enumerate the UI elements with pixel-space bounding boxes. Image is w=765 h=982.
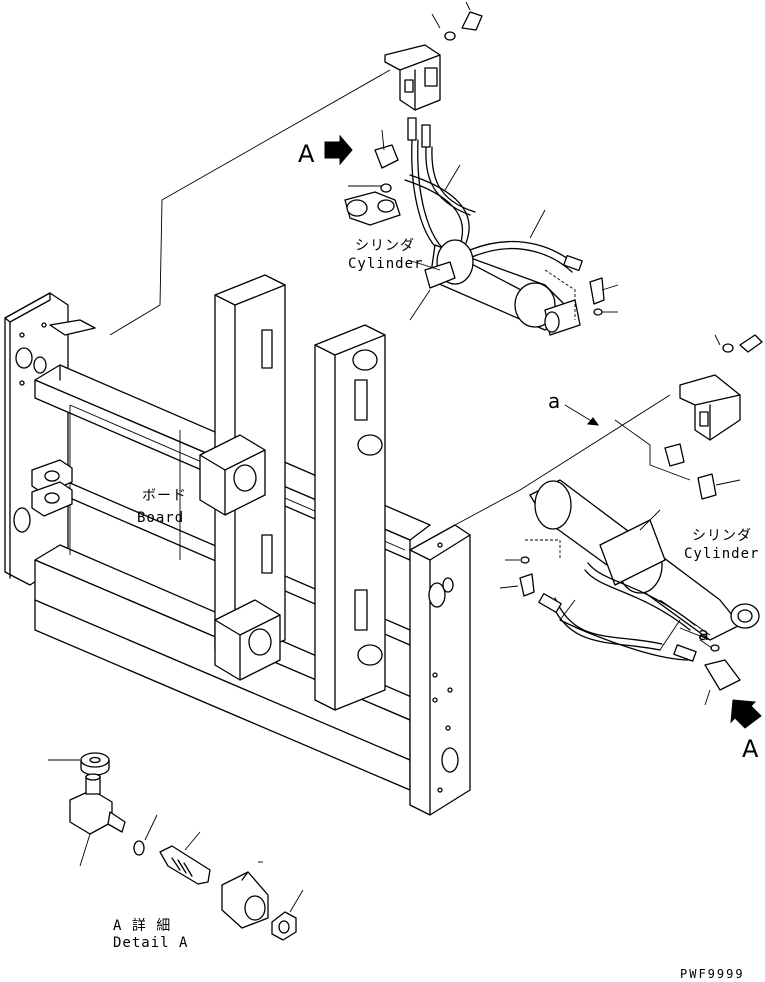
- label-detail-a-jp: A 詳 細: [113, 918, 171, 934]
- elbow-top-right: [589, 277, 605, 305]
- cylinder-right-band: [599, 519, 666, 586]
- leader-right-assembly: [454, 394, 671, 526]
- lower-block: [214, 599, 281, 681]
- upper-block: [199, 434, 266, 516]
- drawing-code: PWF9999: [680, 967, 745, 981]
- board-frame: [4, 274, 471, 816]
- detail-o-ring: [133, 840, 145, 856]
- view-arrow-top: [324, 134, 353, 166]
- detail-tee-body: [69, 789, 113, 835]
- label-cylinder-right-jp: シリンダ: [692, 528, 752, 544]
- view-marker-top: A: [298, 140, 315, 168]
- bolt-right: [739, 334, 763, 353]
- direction-marker-a-upper: a: [548, 389, 560, 413]
- view-arrow-bottom: [730, 699, 762, 729]
- left-plate-top-edge: [4, 292, 51, 323]
- right-cylinder-assembly: a: [499, 334, 763, 763]
- label-cylinder-top-jp: シリンダ: [355, 238, 415, 254]
- label-detail-a-en: Detail A: [113, 935, 188, 951]
- leader-top-assembly: [109, 69, 391, 336]
- fitting-right-1: [664, 443, 685, 467]
- top-cylinder-assembly: シリンダ Cylinder A: [298, 1, 619, 336]
- left-side-plate: [4, 292, 69, 586]
- label-cylinder-right-en: Cylinder: [684, 546, 759, 562]
- detail-a-group: A 詳 細 Detail A: [48, 752, 304, 951]
- bolt-top: [461, 11, 483, 31]
- label-board-en: Board: [137, 510, 184, 526]
- view-marker-bottom: A: [742, 735, 759, 763]
- right-side-plate: [409, 524, 471, 816]
- direction-marker-a-lower: a: [698, 624, 709, 645]
- elbow-fitting-top: [374, 144, 399, 169]
- label-cylinder-top-en: Cylinder: [348, 256, 423, 272]
- fitting-right-2: [697, 473, 717, 500]
- top-left-bracket: [49, 319, 96, 336]
- label-board-jp: ボード: [142, 488, 187, 504]
- tee-fitting-right: [704, 659, 741, 691]
- cylinder-top-band: [424, 261, 456, 289]
- elbow-right: [519, 573, 535, 597]
